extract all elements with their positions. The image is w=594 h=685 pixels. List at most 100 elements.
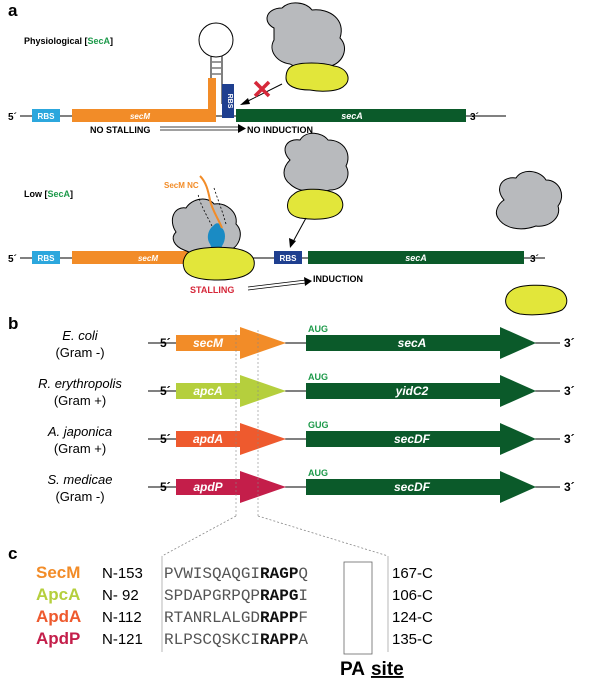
downstream-gene-arrow (306, 327, 536, 359)
rbs2-box-bottom (274, 251, 302, 264)
hairpin-loop (198, 22, 234, 58)
panel-a-label: a (8, 1, 18, 20)
five-prime: 5´ (160, 480, 171, 494)
rbs1-label-bottom: RBS (38, 254, 56, 263)
sequence-start: N-153 (102, 565, 143, 582)
zoom-line-right (257, 515, 389, 557)
start-codon-label: AUG (308, 372, 328, 382)
rbs1-label-top: RBS (38, 112, 56, 121)
seca-label-top: secA (341, 111, 363, 121)
sequence-tail: F (298, 609, 308, 627)
sequence-start: N-112 (102, 609, 142, 626)
ribosome-small-subunit-stalled (182, 246, 255, 281)
rbs2-box-top (222, 84, 234, 118)
result-arrow-line-3 (247, 279, 307, 288)
rbs2-label-bottom: RBS (280, 254, 298, 263)
arrest-gene-label: apdP (193, 480, 223, 494)
sequence-end: 167-C (392, 565, 433, 582)
sequence: RTANRLALGDRAPPF (164, 609, 308, 627)
secm-gene-top (72, 78, 216, 122)
three-prime: 3´ (564, 384, 575, 398)
start-codon-label: AUG (308, 468, 328, 478)
protein-name: ApdA (36, 607, 81, 626)
rbs2-label-top: RBS (226, 94, 233, 109)
sequence: PVWISQAQGIRAGPQ (164, 565, 308, 583)
sequence-end: 135-C (392, 631, 433, 648)
exit-tunnel-outline (197, 187, 227, 227)
downstream-gene-label: secDF (394, 480, 431, 494)
sequence-end: 124-C (392, 609, 433, 626)
trna-stalled (207, 223, 225, 254)
sequence-end: 106-C (392, 587, 433, 604)
three-prime: 3´ (564, 432, 575, 446)
seca-gene-top (236, 109, 466, 122)
no-induction-label: NO INDUCTION (247, 125, 313, 135)
sequence-start: N- 92 (102, 587, 139, 604)
operon-diagrams: E. coli (Gram -) 5´ 3´ secM AUG secA R. erythro… (38, 324, 575, 504)
result-arrow-line-4 (247, 282, 307, 291)
five-prime-top: 5´ (8, 112, 17, 123)
rbs1-box-top (32, 109, 60, 122)
sequence-motif: RAPP (260, 631, 298, 649)
secm-label-top: secM (130, 112, 150, 121)
start-codon-label: GUG (308, 420, 329, 430)
sequence-motif: RAPP (260, 609, 298, 627)
ribosome-large-subunit-incoming (283, 132, 349, 193)
seca-label-bottom: secA (405, 253, 427, 263)
species-name: E. coli (62, 328, 99, 343)
ribosome-large-subunit-stalled (171, 198, 241, 255)
five-prime: 5´ (160, 384, 171, 398)
arrest-gene-arrow (176, 423, 286, 455)
sequence: RLPSCQSKCIRAPPA (164, 631, 308, 649)
sequence-start: N-121 (102, 631, 143, 648)
sequence-motif: RAGP (260, 565, 298, 583)
arrest-gene-label: secM (193, 336, 224, 350)
sequence-plain: RTANRLALGD (164, 609, 260, 627)
protein-name: SecM (36, 563, 80, 582)
arrest-gene-label: apcA (193, 384, 222, 398)
downstream-gene-arrow (306, 375, 536, 407)
sequence-tail: I (298, 587, 308, 605)
bottom-condition-label: Low [SecA] (24, 189, 73, 199)
gram-label: (Gram +) (54, 441, 106, 456)
sequence-tail: A (298, 631, 308, 649)
protein-name: ApdP (36, 629, 80, 648)
seca-gene-bottom (308, 251, 524, 264)
rbs1-box-bottom (32, 251, 60, 264)
binding-arrow (293, 217, 307, 241)
zoom-line-left (161, 515, 237, 557)
sequence-plain: RLPSCQSKCI (164, 631, 260, 649)
gram-label: (Gram +) (54, 393, 106, 408)
three-prime: 3´ (564, 336, 575, 350)
sequence-plain: SPDAPGRPQP (164, 587, 260, 605)
downstream-gene-label: secDF (394, 432, 431, 446)
secm-gene-bottom (72, 251, 212, 264)
gram-label: (Gram -) (55, 489, 104, 504)
free-large-subunit (495, 171, 562, 230)
result-arrow-top (238, 124, 246, 133)
ribosome-small-subunit-top (285, 62, 349, 92)
panel-c-label: c (8, 544, 17, 563)
result-arrow-bottom (304, 277, 312, 286)
species-name: S. medicae (47, 472, 112, 487)
secm-nc-label: SecM NC (164, 181, 199, 190)
top-condition-label: Physiological [SecA] (24, 36, 113, 46)
species-name: R. erythropolis (38, 376, 122, 391)
arrest-gene-label: apdA (193, 432, 223, 446)
stalling-label: STALLING (190, 285, 234, 295)
no-stalling-label: NO STALLING (90, 125, 150, 135)
start-codon-label: AUG (308, 324, 328, 334)
five-prime: 5´ (160, 432, 171, 446)
downstream-gene-label: secA (398, 336, 427, 350)
five-prime: 5´ (160, 336, 171, 350)
blocked-x-mark (253, 80, 271, 98)
arrest-gene-arrow (176, 375, 286, 407)
downstream-gene-label: yidC2 (395, 384, 429, 398)
nascent-chain (199, 175, 223, 229)
ribosome-large-subunit-top (266, 2, 345, 71)
three-prime-bottom: 3´ (530, 254, 539, 265)
gram-label: (Gram -) (55, 345, 104, 360)
sequence: SPDAPGRPQPRAPGI (164, 587, 308, 605)
